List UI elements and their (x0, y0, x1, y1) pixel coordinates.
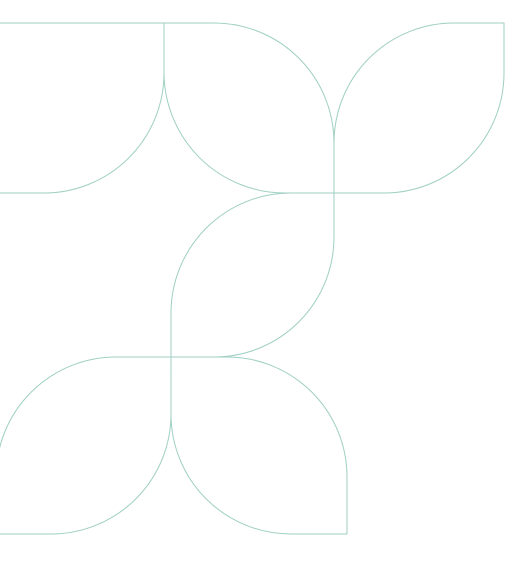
leaf-shape-bottom-left (0, 356, 172, 535)
leaf-shape-top-left (0, 22, 165, 194)
leaf-shape-bottom-center (170, 356, 348, 535)
leaf-shape-top-center (163, 22, 335, 194)
leaf-shape-middle (170, 192, 335, 358)
leaf-shape-top-right (333, 22, 505, 194)
